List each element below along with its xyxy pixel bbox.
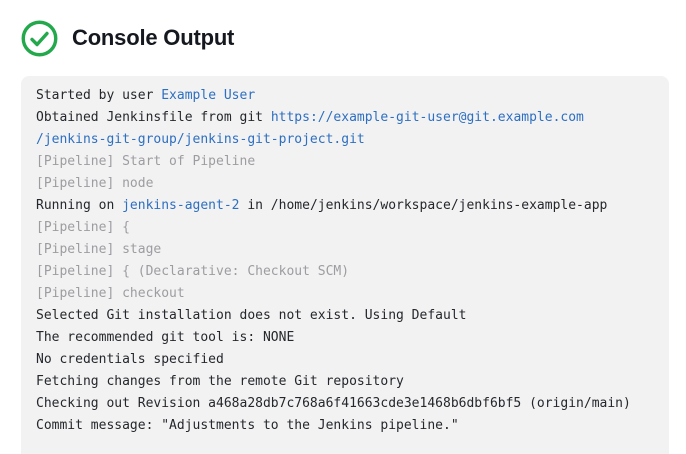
console-line: No credentials specified xyxy=(36,349,654,371)
console-line: Selected Git installation does not exist… xyxy=(36,305,654,327)
console-text: in /home/jenkins/workspace/jenkins-examp… xyxy=(239,198,608,213)
console-text: Obtained Jenkinsfile from git xyxy=(36,110,271,125)
console-line: [Pipeline] { (Declarative: Checkout SCM) xyxy=(36,261,654,283)
console-text: Checking out Revision a468a28db7c768a6f4… xyxy=(36,396,631,411)
console-line: Obtained Jenkinsfile from git https://ex… xyxy=(36,107,654,129)
console-line: Fetching changes from the remote Git rep… xyxy=(36,371,654,393)
console-link[interactable]: https://example-git-user@git.example.com xyxy=(270,110,584,125)
console-text: [Pipeline] { xyxy=(36,220,130,235)
console-line: [Pipeline] stage xyxy=(36,239,654,261)
check-circle-icon xyxy=(21,20,58,56)
console-text: [Pipeline] stage xyxy=(36,242,162,257)
console-line: Started by user Example User xyxy=(36,85,654,107)
console-text: [Pipeline] node xyxy=(36,176,154,191)
console-line: Commit message: "Adjustments to the Jenk… xyxy=(36,415,654,437)
console-text: [Pipeline] checkout xyxy=(36,286,185,301)
console-link[interactable]: Example User xyxy=(161,88,256,103)
console-text: [Pipeline] { (Declarative: Checkout SCM) xyxy=(36,264,350,279)
console-text: [Pipeline] Start of Pipeline xyxy=(36,154,256,169)
page-title: Console Output xyxy=(72,25,235,50)
console-text: Selected Git installation does not exist… xyxy=(36,308,467,323)
console-text: Running on xyxy=(36,198,123,213)
console-text: Fetching changes from the remote Git rep… xyxy=(36,374,404,389)
console-line: [Pipeline] { xyxy=(36,217,654,239)
console-line: [Pipeline] Start of Pipeline xyxy=(36,151,654,173)
console-line: Running on jenkins-agent-2 in /home/jenk… xyxy=(36,195,654,217)
console-text: Started by user xyxy=(36,88,162,103)
console-line: [Pipeline] node xyxy=(36,173,654,195)
console-line: The recommended git tool is: NONE xyxy=(36,327,654,349)
console-line: /jenkins-git-group/jenkins-git-project.g… xyxy=(36,129,654,151)
console-text: Commit message: "Adjustments to the Jenk… xyxy=(36,418,459,433)
console-text: The recommended git tool is: NONE xyxy=(36,330,295,345)
console-text: No credentials specified xyxy=(36,352,224,367)
console-line: Checking out Revision a468a28db7c768a6f4… xyxy=(36,393,654,415)
console-line: [Pipeline] checkout xyxy=(36,283,654,305)
page-header: Console Output xyxy=(0,0,686,62)
console-link[interactable]: /jenkins-git-group/jenkins-git-project.g… xyxy=(36,132,365,147)
console-link[interactable]: jenkins-agent-2 xyxy=(122,198,240,213)
